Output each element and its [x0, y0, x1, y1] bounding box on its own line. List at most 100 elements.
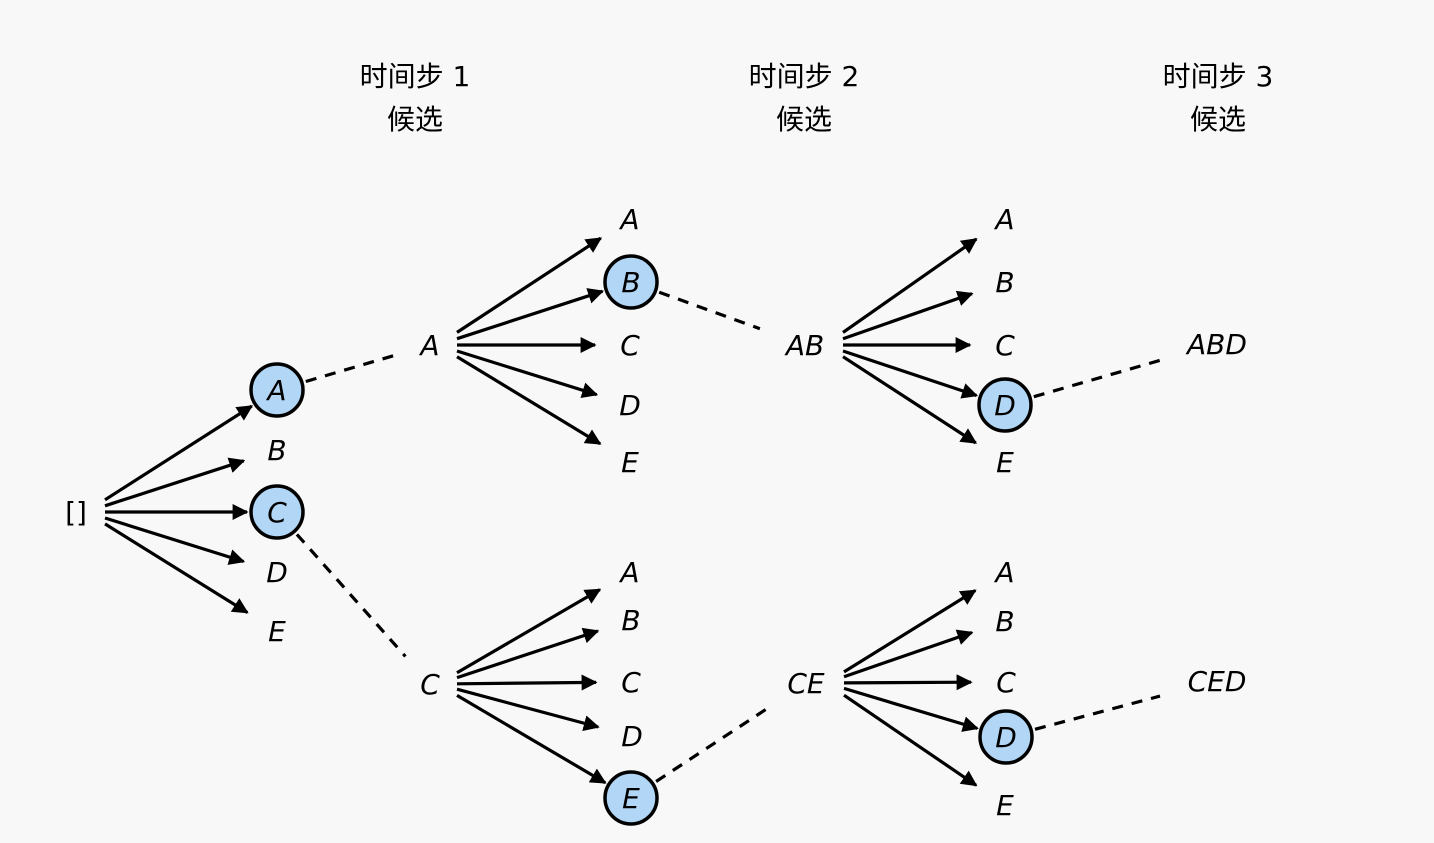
- node-label: E: [622, 782, 640, 815]
- node-label: E: [268, 615, 286, 648]
- candidate-arrow: [104, 522, 249, 614]
- candidate-arrow: [843, 686, 979, 732]
- selected-candidate-circle: [249, 362, 305, 418]
- selected-candidate-circle: [603, 770, 659, 826]
- beam-selection-link: [658, 290, 761, 331]
- node-label: D: [995, 721, 1017, 754]
- timestep-2-header: 时间步 2: [749, 60, 860, 93]
- node-p2AB: AB: [784, 329, 824, 362]
- node-label: E: [621, 446, 639, 479]
- node-label: C: [267, 496, 287, 529]
- candidate-arrow: [456, 674, 598, 691]
- node-t3bC: C: [996, 666, 1016, 699]
- node-label: E: [996, 446, 1014, 479]
- selected-candidate-circle: [978, 709, 1034, 765]
- node-label: C: [420, 668, 440, 701]
- node-t1E: E: [268, 615, 286, 648]
- beam-selection-link: [295, 533, 407, 658]
- node-label: CE: [787, 667, 825, 700]
- node-label: D: [994, 389, 1016, 422]
- candidate-arrow: [456, 687, 600, 732]
- headers-layer: 时间步 1 候选 时间步 2 候选 时间步 3 候选: [360, 60, 1274, 136]
- node-t3aC: C: [995, 329, 1015, 362]
- node-label: ABD: [1185, 328, 1247, 361]
- candidate-arrow: [842, 355, 978, 445]
- candidate-arrow: [456, 627, 600, 680]
- node-t2bD: D: [621, 720, 643, 753]
- node-label: A: [993, 556, 1014, 589]
- node-t1D: D: [266, 556, 288, 589]
- node-t2aA: A: [618, 203, 639, 236]
- node-t2aD: D: [619, 389, 641, 422]
- node-label: A: [618, 203, 639, 236]
- node-t3bB: B: [995, 605, 1014, 638]
- node-p3CED: CED: [1188, 665, 1247, 698]
- node-label: D: [266, 556, 288, 589]
- node-label: C: [995, 329, 1015, 362]
- node-p1A: A: [418, 329, 439, 362]
- node-t3aB: B: [995, 266, 1014, 299]
- node-label: D: [621, 720, 643, 753]
- node-p1C: C: [420, 668, 440, 701]
- node-t3aE: E: [996, 446, 1014, 479]
- candidate-arrow: [456, 355, 602, 446]
- beam-selection-link: [305, 353, 395, 384]
- candidate-arrow: [843, 693, 978, 787]
- timestep-2-subheader: 候选: [776, 103, 832, 136]
- timestep-1-header: 时间步 1: [360, 60, 471, 93]
- candidate-arrow: [456, 694, 607, 785]
- node-label: B: [621, 266, 640, 299]
- candidate-arrow: [456, 349, 599, 398]
- beam-selection-link: [1034, 694, 1161, 731]
- node-t2bC: C: [621, 666, 641, 699]
- timestep-1-subheader: 候选: [387, 103, 443, 136]
- selected-node-t3aD: D: [977, 377, 1033, 433]
- node-label: B: [621, 604, 640, 637]
- node-label: C: [996, 666, 1016, 699]
- node-t1B: B: [267, 434, 286, 467]
- candidate-arrow: [456, 236, 603, 334]
- node-label: B: [267, 434, 286, 467]
- candidate-arrow: [843, 674, 973, 691]
- node-t2aC: C: [620, 329, 640, 362]
- node-t2bB: B: [621, 604, 640, 637]
- selected-node-t2bE: E: [603, 770, 659, 826]
- edges-layer: [104, 236, 1161, 787]
- candidate-arrow: [456, 288, 605, 341]
- selected-candidate-circle: [249, 484, 305, 540]
- node-root: []: [65, 496, 87, 529]
- node-label: C: [621, 666, 641, 699]
- candidate-arrow: [843, 629, 974, 679]
- candidate-arrow: [842, 290, 974, 341]
- node-p2CE: CE: [787, 667, 825, 700]
- node-label: A: [993, 203, 1014, 236]
- node-label: CED: [1188, 665, 1247, 698]
- node-label: B: [995, 605, 1014, 638]
- node-t2bA: A: [618, 556, 639, 589]
- timestep-3-subheader: 候选: [1190, 103, 1246, 136]
- candidate-arrow: [842, 237, 978, 334]
- node-label: A: [418, 329, 439, 362]
- node-t3bE: E: [996, 789, 1014, 822]
- candidate-arrow: [104, 404, 254, 502]
- timestep-3-header: 时间步 3: [1163, 60, 1274, 93]
- beam-selection-link: [1033, 358, 1161, 399]
- node-label: A: [265, 374, 286, 407]
- node-label: []: [65, 496, 87, 529]
- node-p3ABD: ABD: [1185, 328, 1247, 361]
- candidate-arrow: [104, 516, 246, 565]
- selected-node-t2aB: B: [603, 254, 659, 310]
- node-label: E: [996, 789, 1014, 822]
- node-label: A: [618, 556, 639, 589]
- node-t2aE: E: [621, 446, 639, 479]
- candidate-arrow: [456, 588, 602, 675]
- node-t3aA: A: [993, 203, 1014, 236]
- candidate-arrow: [843, 589, 977, 674]
- candidate-arrow: [842, 349, 979, 399]
- selected-node-t3bD: D: [978, 709, 1034, 765]
- beam-selection-link: [655, 708, 767, 783]
- node-t3bA: A: [993, 556, 1014, 589]
